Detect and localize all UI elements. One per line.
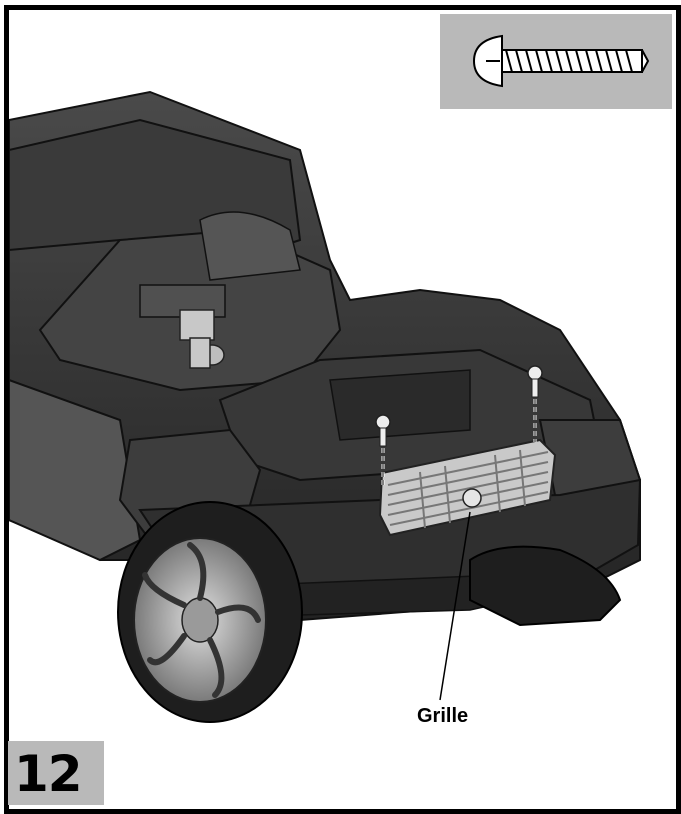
grille-label: Grille [417, 705, 469, 727]
shifter [179, 309, 215, 341]
grille-callout-leader [439, 511, 471, 701]
step-number: 12 [14, 745, 83, 803]
grille-screw-right [527, 365, 543, 442]
screw-icon [472, 34, 650, 88]
grille [378, 438, 557, 537]
front-wheel [117, 501, 303, 723]
grille-screw-left [375, 414, 391, 488]
hardware-panel [440, 14, 672, 109]
step-badge [8, 741, 104, 805]
